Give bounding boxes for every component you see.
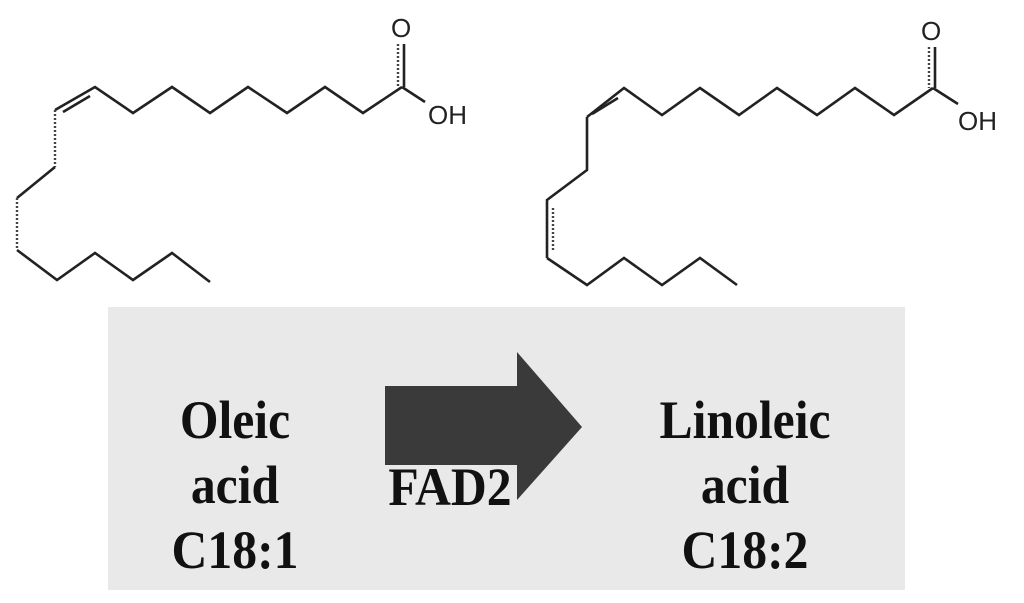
reaction-arrow [385,352,582,500]
substrate-label: Oleic acid C18:1 [161,388,308,583]
substrate-name: Oleic [179,390,291,450]
linoleic-acid-structure: O OH [545,16,997,287]
oleic-hydroxyl: OH [428,100,467,130]
linoleic-hydroxyl: OH [958,106,997,136]
product-formula: C18:2 [681,520,809,580]
substrate-formula: C18:1 [171,520,299,580]
oleic-acid-structure: O OH [15,13,467,284]
product-class: acid [700,455,790,515]
enzyme-name: FAD2 [388,457,512,517]
oleic-carbonyl-oxygen: O [391,13,411,43]
enzyme-label: FAD2 [376,455,523,520]
linoleic-carbonyl-oxygen: O [921,16,941,46]
substrate-class: acid [190,455,280,515]
product-label: Linoleic acid C18:2 [648,388,841,583]
product-name: Linoleic [659,390,831,450]
